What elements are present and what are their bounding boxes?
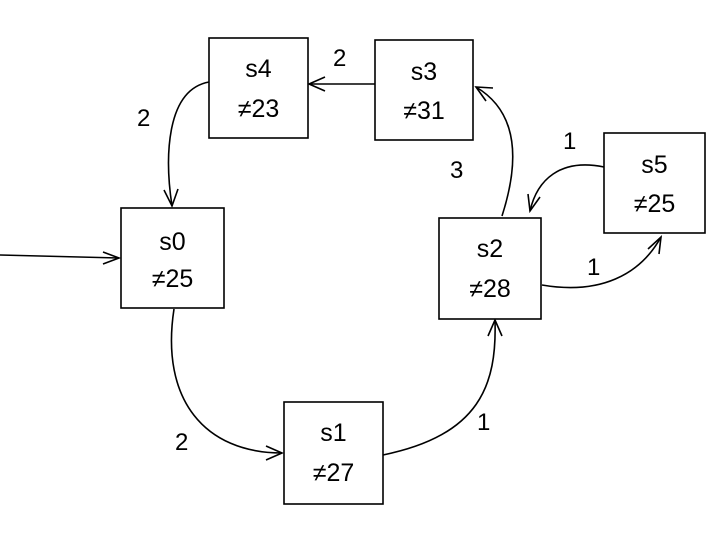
state-node-s3-box <box>374 39 474 141</box>
edge-s1-s2: 1 <box>382 318 503 456</box>
edge-s2-s5-arrowhead <box>647 234 663 255</box>
edge-s1-s2-label: 1 <box>477 409 490 436</box>
edge-s2-s5-line <box>541 236 662 289</box>
edge-s4-s0-arrowhead <box>163 188 179 209</box>
edge-s4-s0-label: 2 <box>137 105 150 132</box>
edge-s3-s4-arrowhead <box>307 76 326 92</box>
edge-s4-s0-line <box>167 81 210 207</box>
edge-s2-s5: 1 <box>541 234 663 289</box>
state-node-s0: s0 ≠25 <box>120 207 225 309</box>
edge-s4-s0: 2 <box>137 81 210 209</box>
edge-s5-s2-line <box>529 164 605 212</box>
edge-s0-s1-arrowhead <box>265 445 284 461</box>
state-node-s1: s1 ≠27 <box>283 401 384 505</box>
edge-init-s0-arrowhead <box>102 251 122 265</box>
edge-s2-s3-arrowhead <box>474 86 494 102</box>
edge-s5-s2-arrowhead <box>527 193 541 214</box>
state-node-s5-box <box>603 132 706 234</box>
state-node-s4-box <box>208 37 309 139</box>
edge-s5-s2-label: 1 <box>563 128 576 155</box>
edge-s1-s2-line <box>382 319 496 456</box>
edge-s0-s1-label: 2 <box>175 429 188 456</box>
edge-s0-s1-line <box>170 308 283 454</box>
state-node-s5-sublabel: ≠25 <box>634 190 676 218</box>
state-node-s2: s2 ≠28 <box>438 217 542 320</box>
edge-s3-s4: 2 <box>307 45 375 92</box>
state-node-s2-box <box>438 217 542 320</box>
state-node-s1-label: s1 <box>320 419 346 447</box>
state-node-s0-box <box>120 207 225 309</box>
state-node-s3-sublabel: ≠31 <box>403 97 445 125</box>
edge-s1-s2-arrowhead <box>487 318 503 337</box>
edge-s2-s3-label: 3 <box>450 157 463 184</box>
state-node-s4-sublabel: ≠23 <box>238 95 280 123</box>
state-node-s1-sublabel: ≠27 <box>313 459 355 487</box>
state-node-s0-label: s0 <box>159 228 185 256</box>
state-node-s5: s5 ≠25 <box>603 132 706 234</box>
edge-s0-s1: 2 <box>170 308 284 461</box>
state-node-s3: s3 ≠31 <box>374 39 474 141</box>
edge-s2-s5-label: 1 <box>587 254 600 281</box>
state-node-s2-sublabel: ≠28 <box>469 275 511 303</box>
state-node-s0-sublabel: ≠25 <box>152 265 194 293</box>
edge-s5-s2: 1 <box>527 128 605 214</box>
state-node-s4: s4 ≠23 <box>208 37 309 139</box>
state-node-s4-label: s4 <box>245 55 272 83</box>
edge-s2-s3-line <box>475 86 514 217</box>
edge-init-s0 <box>0 251 122 265</box>
state-node-s1-box <box>283 401 384 505</box>
state-node-s3-label: s3 <box>411 58 437 86</box>
state-node-s5-label: s5 <box>641 151 667 179</box>
edge-s2-s3: 3 <box>450 86 514 217</box>
edge-s3-s4-label: 2 <box>333 45 346 72</box>
edge-init-s0-line <box>0 254 120 259</box>
state-node-s2-label: s2 <box>477 235 503 263</box>
